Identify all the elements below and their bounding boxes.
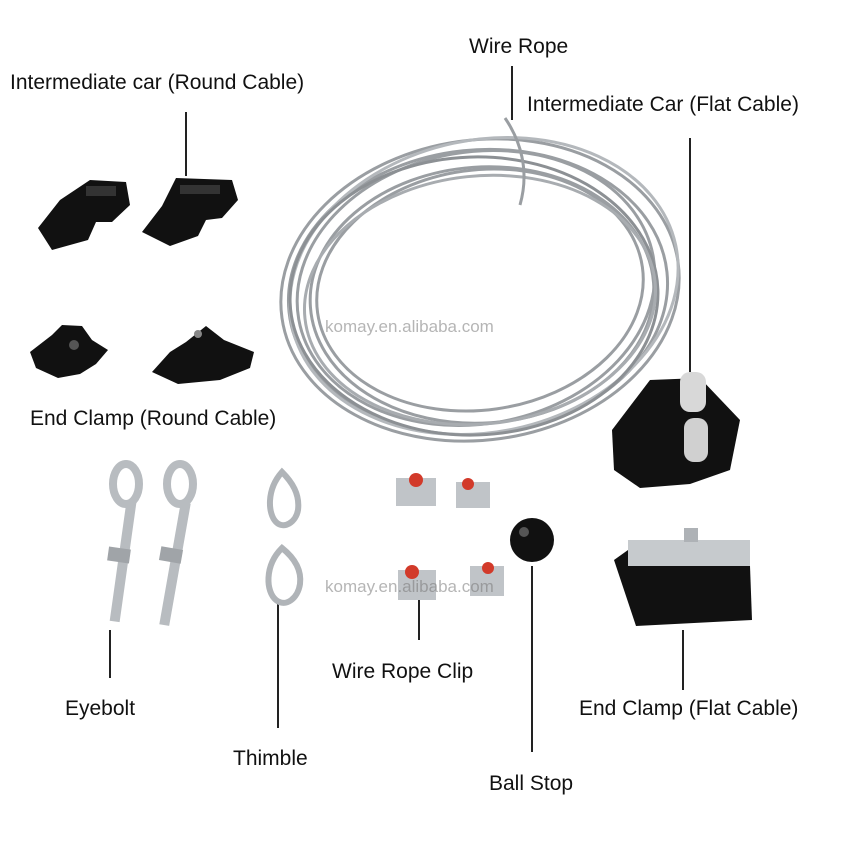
leader-lines [109, 66, 691, 752]
intermediate-car-round-parts [38, 178, 238, 250]
label-end-clamp-flat-cable: End Clamp (Flat Cable) [579, 697, 799, 720]
thimble-parts [265, 467, 304, 606]
end-clamp-flat-part [614, 528, 752, 626]
label-thimble: Thimble [233, 747, 308, 770]
eyebolt-parts [107, 460, 197, 626]
ball-stop-part [510, 518, 554, 562]
label-ball-stop: Ball Stop [489, 772, 574, 795]
watermark-top: komay.en.alibaba.com [325, 317, 494, 336]
label-wire-rope-clip: Wire Rope Clip [332, 660, 474, 683]
label-intermediate-car-round-cable: Intermediate car (Round Cable) [10, 71, 305, 94]
label-wire-rope: Wire Rope [469, 35, 569, 58]
wire-rope-coil [279, 117, 681, 443]
watermark-bottom: komay.en.alibaba.com [325, 577, 494, 596]
label-end-clamp-round-cable: End Clamp (Round Cable) [30, 407, 277, 430]
label-intermediate-car-flat-cable: Intermediate Car (Flat Cable) [527, 93, 799, 116]
wire-rope-clip-parts [396, 473, 504, 600]
intermediate-car-flat-part [612, 372, 740, 488]
label-eyebolt: Eyebolt [65, 697, 136, 720]
end-clamp-round-parts [30, 325, 254, 384]
